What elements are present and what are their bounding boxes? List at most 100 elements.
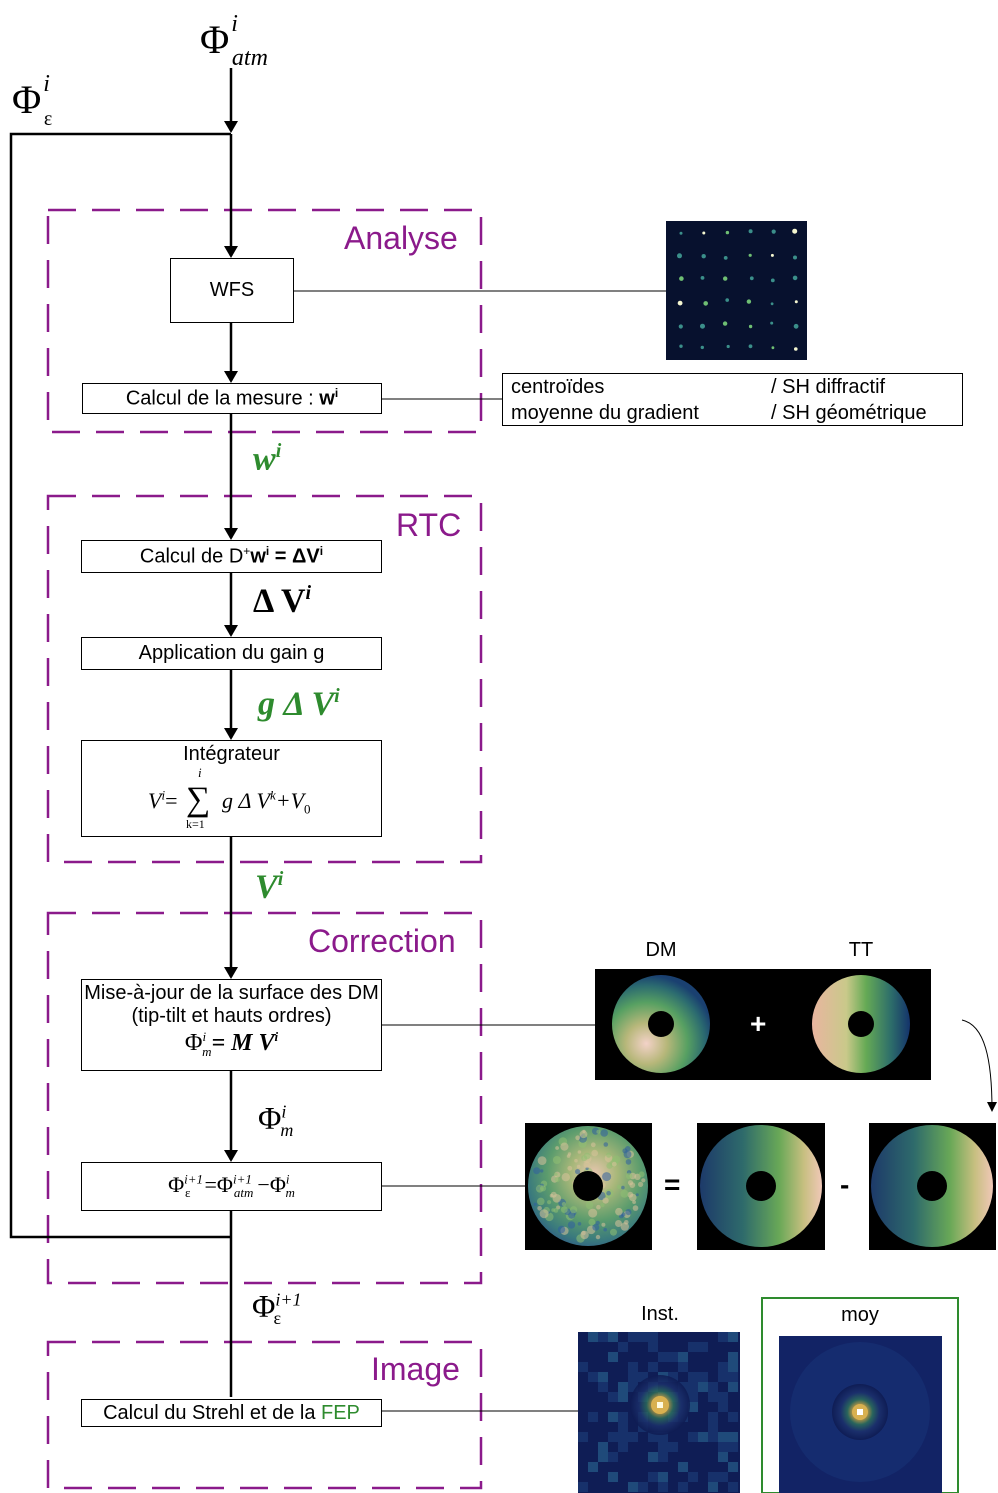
psf-pixel — [618, 1422, 628, 1432]
psf-pixel — [698, 1382, 708, 1392]
speckle — [588, 1218, 596, 1226]
psf-pixel — [578, 1482, 588, 1492]
dm-obscuration — [648, 1011, 674, 1037]
psf-pixel — [728, 1382, 738, 1392]
phi-atm-base: Φ — [200, 17, 230, 62]
speckle — [535, 1184, 544, 1193]
speckle — [620, 1189, 629, 1198]
sh-spot — [771, 346, 775, 350]
residual-box[interactable]: Φi+1ε=Φi+1atm−Φim — [81, 1162, 382, 1211]
psf-pixel — [688, 1382, 698, 1392]
psf-pixel — [718, 1392, 728, 1402]
psf-pixel — [608, 1472, 618, 1482]
psf-pixel — [728, 1332, 738, 1342]
psf-pixel — [608, 1412, 618, 1422]
speckle — [606, 1190, 611, 1196]
psf-pixel — [728, 1462, 738, 1472]
psf-pixel — [708, 1412, 718, 1422]
legend-row-2: moyenne du gradient/ SH géométrique — [511, 402, 927, 424]
psf-pixel — [718, 1472, 728, 1482]
speckle — [577, 1222, 582, 1226]
section-title-rtc: RTC — [396, 507, 462, 543]
sh-spot — [794, 347, 798, 351]
sh-spot — [725, 230, 730, 235]
speckle — [567, 1165, 573, 1171]
psf-pixel — [668, 1372, 678, 1382]
speckle — [602, 1172, 612, 1182]
speckle — [590, 1142, 596, 1148]
psf-pixel — [618, 1382, 628, 1392]
calcul-d-box[interactable]: Calcul de D+wi = ΔVi — [81, 540, 382, 573]
psf-pixel — [598, 1452, 608, 1462]
sh-spot — [700, 276, 705, 280]
speckle — [615, 1207, 623, 1216]
inst-label: Inst. — [641, 1303, 679, 1325]
speckle — [592, 1223, 600, 1231]
psf-pixel — [708, 1422, 718, 1432]
phi-atm-sup: i — [231, 11, 238, 37]
speckle — [557, 1225, 566, 1234]
psf-pixel — [588, 1462, 598, 1472]
strehl-box[interactable]: Calcul du Strehl et de la FEP — [81, 1399, 382, 1427]
speckle — [595, 1234, 601, 1240]
speckle — [561, 1173, 570, 1182]
phi-eps-sub: ε — [43, 108, 53, 130]
speckle — [570, 1206, 578, 1214]
sh-spot — [746, 299, 752, 304]
tt-label: TT — [848, 939, 874, 961]
psf-pixel — [688, 1372, 698, 1382]
psf-pixel — [628, 1362, 638, 1372]
resid-obscuration — [573, 1171, 603, 1201]
calcul-mesure-box[interactable]: Calcul de la mesure : wi — [82, 383, 382, 414]
speckle — [616, 1184, 622, 1190]
sh-spot — [794, 300, 798, 304]
psf-pixel — [628, 1482, 638, 1492]
sh-spot — [702, 231, 706, 235]
speckle — [537, 1197, 545, 1206]
legend-row-1: centroïdes/ SH diffractif — [511, 376, 886, 398]
sh-spot — [792, 228, 798, 234]
sh-spot — [770, 253, 774, 257]
curved-arrow — [961, 1019, 997, 1112]
sh-spot — [748, 344, 753, 349]
psf-pixel — [728, 1432, 738, 1442]
psf-pixel — [588, 1372, 598, 1382]
speckle — [638, 1181, 644, 1187]
psf-pixel — [638, 1482, 648, 1492]
frame-analyse — [46, 208, 483, 434]
psf-pixel — [708, 1432, 718, 1442]
speckle — [596, 1129, 601, 1134]
gain-box[interactable]: Application du gain g — [81, 637, 382, 670]
psf-pixel — [728, 1442, 738, 1452]
mise-a-jour-box[interactable]: Mise-à-jour de la surface des DM (tip-ti… — [81, 979, 382, 1071]
psf-pixel — [718, 1442, 728, 1452]
speckle — [583, 1161, 591, 1169]
speckle — [629, 1182, 636, 1188]
psf-pixel — [688, 1342, 698, 1352]
frame-correction — [46, 911, 483, 1285]
dm-label: DM — [645, 939, 677, 961]
speckle — [620, 1222, 629, 1231]
sh-spot — [701, 254, 706, 259]
speckle — [555, 1146, 559, 1150]
psf-pixel — [658, 1432, 668, 1442]
speckle — [539, 1209, 549, 1219]
speckle — [560, 1142, 569, 1151]
input-phi-atm: Φiatm — [200, 12, 274, 70]
sh-spot — [722, 321, 728, 326]
integrateur-box[interactable]: Intégrateur Vi= ∑ i k=1 g Δ Vk+V0 — [81, 740, 382, 837]
psf-pixel — [728, 1372, 738, 1382]
sh-spot — [725, 298, 729, 302]
frame-image — [46, 1340, 483, 1490]
wfs-box[interactable]: WFS — [170, 258, 294, 323]
psf-pixel — [688, 1472, 698, 1482]
psf-images — [578, 1297, 959, 1493]
speckle — [641, 1178, 646, 1183]
speckle — [575, 1135, 581, 1141]
speckle — [600, 1129, 608, 1137]
sh-spot — [723, 256, 728, 260]
psf-pixel — [718, 1402, 728, 1412]
psf-pixel — [578, 1432, 588, 1442]
speckle — [610, 1228, 617, 1236]
minus-operator: - — [840, 1169, 850, 1200]
